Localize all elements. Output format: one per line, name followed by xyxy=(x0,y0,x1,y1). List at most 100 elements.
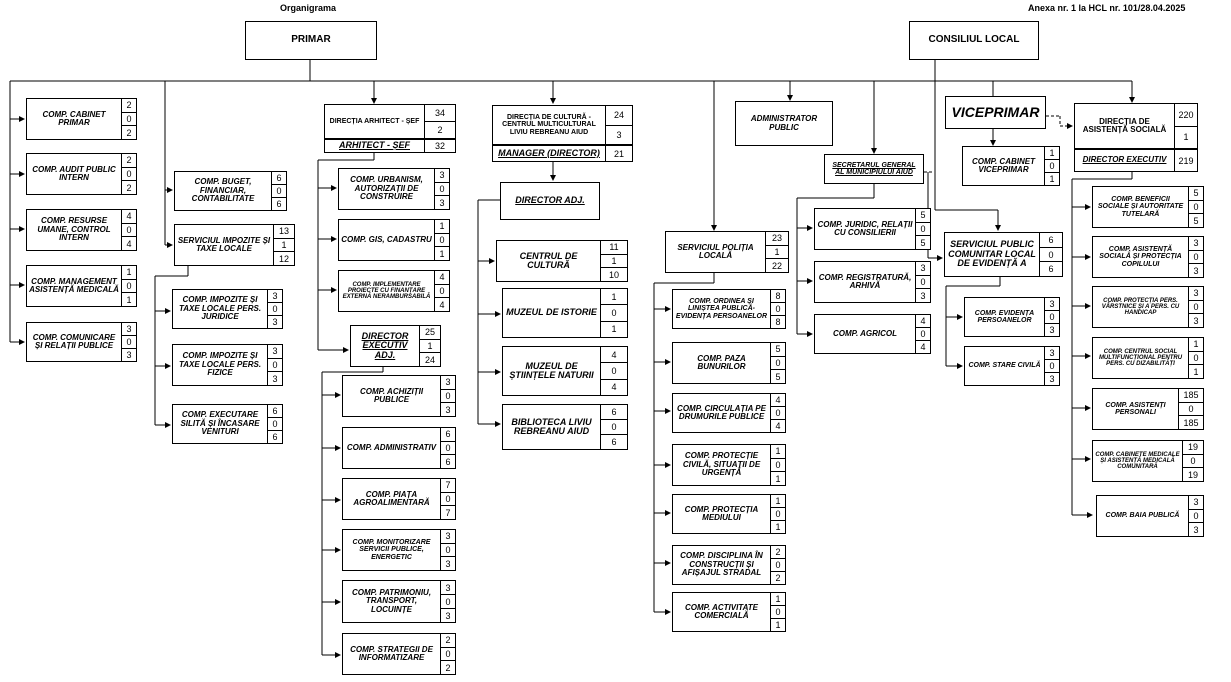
headcount-value: 0 xyxy=(435,285,449,299)
unit-label: SERVICIUL PUBLIC COMUNITAR LOCAL DE EVID… xyxy=(948,239,1036,269)
headcount-value: 1 xyxy=(1045,147,1059,160)
unit-label: CENTRUL DE CULTURĂ xyxy=(519,250,578,270)
headcount-value: 1 xyxy=(766,246,788,260)
consiliu-local-box: CONSILIUL LOCAL xyxy=(909,21,1039,60)
headcount-value: 2 xyxy=(437,125,443,135)
unit-label: DIRECTOR EXECUTIV ADJ. xyxy=(361,330,409,360)
asistenta-sub-unit: COMP. PROTECȚIA PERS. VÂRSTNICE ȘI A PER… xyxy=(1092,286,1204,328)
headcount-value: 3 xyxy=(439,197,445,208)
headcount-value: 0 xyxy=(435,183,449,197)
headcount-value: 2 xyxy=(771,546,785,559)
headcount-value: 3 xyxy=(1049,325,1055,335)
headcount-value: 6 xyxy=(1048,264,1054,275)
headcount-value: 0 xyxy=(1183,455,1203,469)
unit-label: COMP. PATRIMONIU, TRANSPORT, LOCUINȚE xyxy=(351,587,432,614)
manager-box: MANAGER (DIRECTOR)21 xyxy=(492,145,633,162)
headcount-value: 3 xyxy=(441,376,455,390)
headcount-value: 25 xyxy=(420,326,440,340)
unit-label: COMP. CABINETE MEDICALE ȘI ASISTENȚĂ MED… xyxy=(1095,451,1180,471)
headcount-value: 3 xyxy=(272,317,278,327)
headcount-value: 0 xyxy=(1045,360,1059,373)
headcount-value: 6 xyxy=(601,405,627,420)
headcount-value: 0 xyxy=(916,328,930,341)
headcount-value: 0 xyxy=(441,595,455,609)
headcount-value: 2 xyxy=(126,127,132,138)
unit-label: COMP. AGRICOL xyxy=(832,328,897,338)
headcount-value: 0 xyxy=(601,363,627,380)
headcount-value: 1 xyxy=(611,324,617,335)
headcount-value: 0 xyxy=(1189,201,1203,215)
unit-label: COMP. COMUNICARE ȘI RELAȚII PUBLICE xyxy=(32,332,116,350)
headcount-value: 3 xyxy=(268,345,282,359)
unit-label: COMP. ASISTENȚI PERSONALI xyxy=(1105,401,1166,416)
unit-label: COMP. CIRCULAȚIA PE DRUMURILE PUBLICE xyxy=(677,403,766,421)
primar-box: PRIMAR xyxy=(245,21,377,60)
headcount-value: 19 xyxy=(1187,469,1198,480)
unit-label: MUZEUL DE ȘTIINȚELE NATURII xyxy=(509,360,594,380)
headcount-column: 32 xyxy=(424,140,455,152)
headcount-value: 3 xyxy=(272,373,278,384)
headcount-value: 2 xyxy=(441,634,455,648)
headcount-value: 0 xyxy=(122,280,136,294)
headcount-value: 8 xyxy=(775,317,781,327)
headcount-value: 11 xyxy=(601,241,627,255)
headcount-value: 4 xyxy=(611,382,617,393)
secretar-general-label: SECRETARUL GENERAL AL MUNICIPIULUI AIUD xyxy=(832,161,916,176)
headcount-value: 0 xyxy=(771,606,785,619)
headcount-value: 7 xyxy=(441,479,455,493)
headcount-value: 24 xyxy=(606,106,632,126)
unit-label: COMP. EVIDENȚA PERSOANELOR xyxy=(974,309,1035,324)
headcount-value: 2 xyxy=(122,99,136,113)
headcount-value: 34 xyxy=(425,105,455,122)
unit-label: COMP. EXECUTARE SILITĂ ȘI ÎNCASARE VENIT… xyxy=(180,410,260,437)
headcount-value: 3 xyxy=(1193,265,1199,276)
headcount-value: 0 xyxy=(771,559,785,572)
headcount-value: 3 xyxy=(1045,347,1059,360)
unit-label: COMP. RESURSE UMANE, CONTROL INTERN xyxy=(37,216,111,243)
unit-label: COMP. MONITORIZARE SERVICII PUBLICE, ENE… xyxy=(352,538,431,561)
unit-label: COMP. URBANISM, AUTORIZAȚII DE CONSTRUIR… xyxy=(350,175,423,202)
directia-arhitect-label: DIRECȚIA ARHITECT - ȘEF xyxy=(329,117,420,125)
headcount-value: 4 xyxy=(122,210,136,224)
headcount-value: 0 xyxy=(441,648,455,662)
consiliu-local-label: CONSILIUL LOCAL xyxy=(928,34,1020,46)
headcount-value: 1 xyxy=(435,220,449,234)
asistenta-sub-unit: COMP. BENEFICII SOCIALE ȘI AUTORITATE TU… xyxy=(1092,186,1204,228)
headcount-value: 0 xyxy=(1189,251,1203,265)
unit-label: COMP. PROTECȚIE CIVILĂ, SITUAȚII DE URGE… xyxy=(682,451,761,478)
headcount-value: 4 xyxy=(601,347,627,364)
headcount-value: 3 xyxy=(1189,496,1203,510)
headcount-value: 24 xyxy=(424,354,435,365)
politia-sub-unit: COMP. ORDINEA ȘI LINIȘTEA PUBLICĂ-EVIDEN… xyxy=(672,289,786,329)
headcount-value: 185 xyxy=(1179,389,1203,403)
headcount-value: 0 xyxy=(1045,311,1059,324)
headcount-value: 1 xyxy=(601,289,627,306)
unit-label: COMP. PAZA BUNURILOR xyxy=(697,353,746,371)
serviciu-evidenta-box: SERVICIUL PUBLIC COMUNITAR LOCAL DE EVID… xyxy=(944,232,1063,277)
headcount-value: 3 xyxy=(445,404,451,415)
unit-label: COMP. REGISTRATURĂ, ARHIVĂ xyxy=(818,272,912,290)
headcount-value: 1 xyxy=(771,593,785,606)
